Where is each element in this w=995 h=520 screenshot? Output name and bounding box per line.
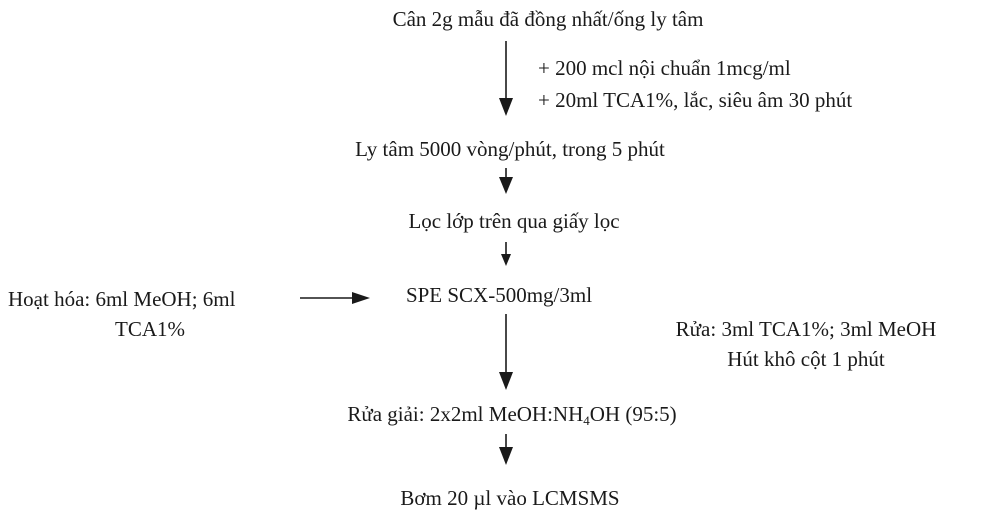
note-activation-line2: TCA1% bbox=[115, 317, 185, 341]
note-add-internal-standard: + 200 mcl nội chuẩn 1mcg/ml bbox=[538, 56, 791, 80]
step-spe-column: SPE SCX-500mg/3ml bbox=[406, 283, 592, 307]
step-filter: Lọc lớp trên qua giấy lọc bbox=[408, 209, 619, 233]
arrow-elute-to-inject bbox=[499, 434, 513, 465]
step-elute-prefix: Rửa giải: 2x2ml MeOH:NH bbox=[347, 402, 583, 426]
step-inject-lcmsms: Bơm 20 µl vào LCMSMS bbox=[400, 486, 619, 510]
step-elute-suffix: OH (95:5) bbox=[590, 402, 677, 426]
step-centrifuge: Ly tâm 5000 vòng/phút, trong 5 phút bbox=[355, 137, 665, 161]
step-elute-subscript: 4 bbox=[583, 413, 590, 428]
note-wash-line2: Hút khô cột 1 phút bbox=[727, 347, 885, 371]
arrow-activation-to-spe bbox=[300, 292, 370, 304]
arrow-centrifuge-to-filter bbox=[499, 168, 513, 194]
step-elute: Rửa giải: 2x2ml MeOH:NH4OH (95:5) bbox=[347, 402, 676, 428]
note-wash-line1: Rửa: 3ml TCA1%; 3ml MeOH bbox=[676, 317, 937, 341]
note-activation-line1: Hoạt hóa: 6ml MeOH; 6ml bbox=[8, 287, 236, 311]
arrow-filter-to-spe bbox=[501, 242, 511, 266]
note-add-tca-sonicate: + 20ml TCA1%, lắc, siêu âm 30 phút bbox=[538, 88, 852, 112]
arrow-spe-to-elute bbox=[499, 314, 513, 390]
step-weigh-sample: Cân 2g mẫu đã đồng nhất/ống ly tâm bbox=[393, 7, 704, 31]
arrow-weigh-to-centrifuge bbox=[499, 41, 513, 116]
